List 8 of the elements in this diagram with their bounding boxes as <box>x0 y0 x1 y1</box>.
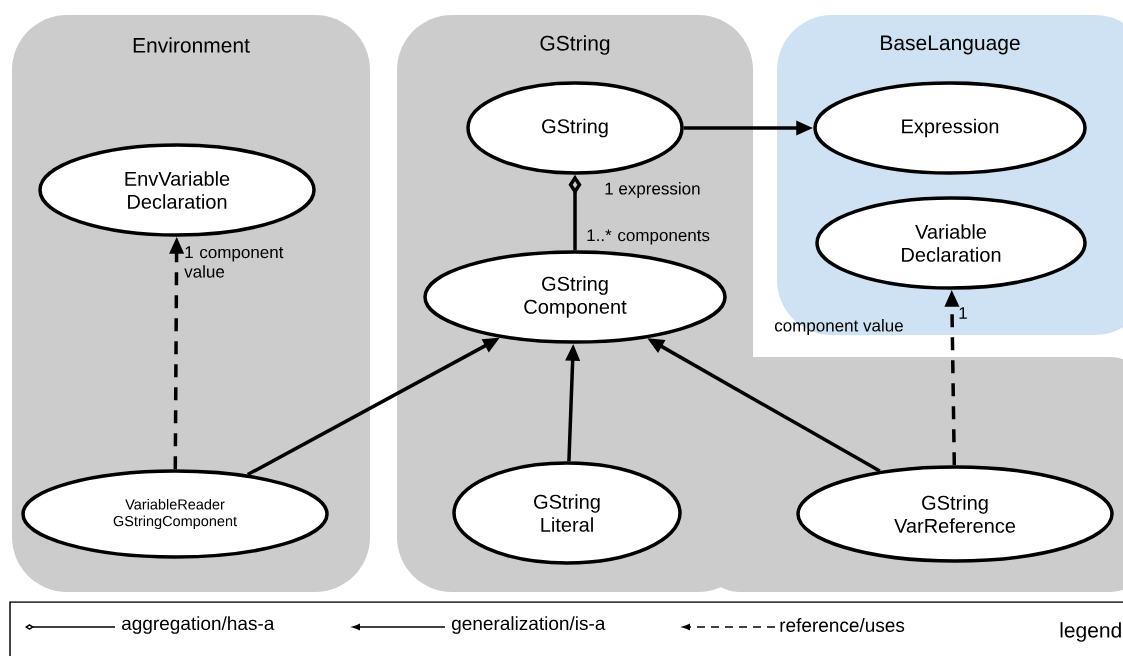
edge-label: 1..* components <box>587 229 710 245</box>
legend-text: generalization/is-a <box>452 616 606 634</box>
legend-text: aggregation/has-a <box>122 616 275 634</box>
legend-text: reference/uses <box>780 618 905 632</box>
role-label: component value <box>774 319 903 335</box>
edge-label: 1 component value <box>184 246 284 278</box>
legend-title: legend <box>1060 622 1121 642</box>
edge-label: 1 <box>959 307 967 319</box>
